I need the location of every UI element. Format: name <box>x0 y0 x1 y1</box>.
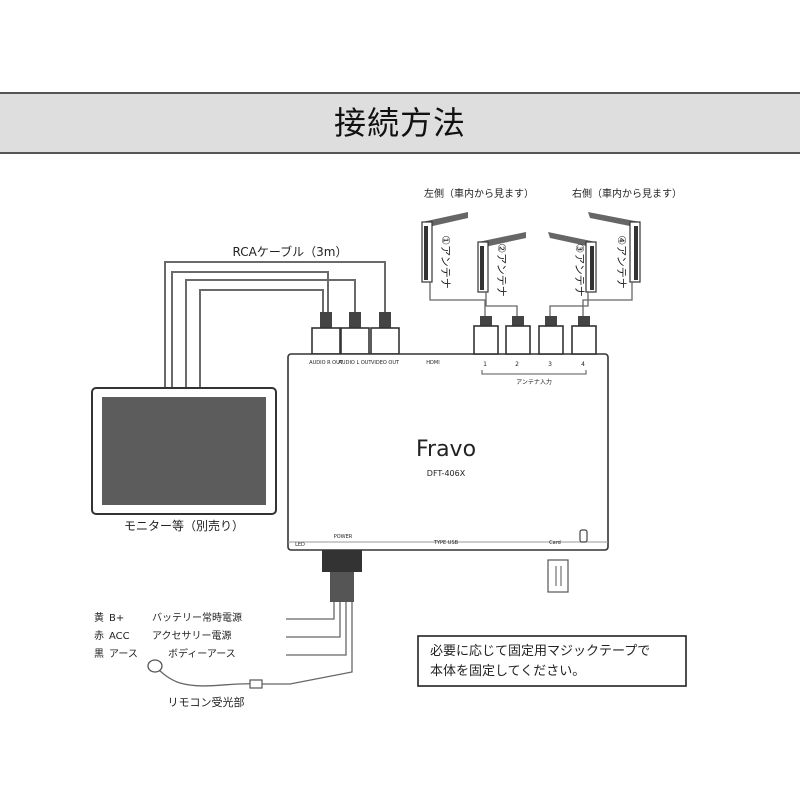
wire-black-desc: ボディーアース <box>168 647 236 660</box>
antenna-4 <box>582 212 641 318</box>
monitor <box>91 387 277 515</box>
rca-cables <box>164 261 386 390</box>
antenna-input-2: 2 <box>515 361 519 368</box>
antenna-input-4: 4 <box>581 361 585 368</box>
card-slot-icon <box>579 529 588 543</box>
power-wires <box>147 602 353 689</box>
antenna-1-label: ①アンテナ <box>439 235 452 288</box>
antenna-input-3: 3 <box>548 361 552 368</box>
antenna-input-label: アンテナ入力 <box>516 378 552 386</box>
antenna-input-1: 1 <box>483 361 487 368</box>
port-audio-r: AUDIO R OUT <box>309 360 344 366</box>
rca-plugs <box>311 312 400 355</box>
sd-card <box>547 559 569 593</box>
port-video: VIDEO OUT <box>371 360 400 366</box>
antenna-3-label: ③アンテナ <box>573 243 586 296</box>
note-box <box>417 635 687 687</box>
antenna-plugs <box>473 316 597 355</box>
wire-black-color: 黒 <box>94 648 104 660</box>
antenna-2 <box>477 232 526 318</box>
wire-red-desc: アクセサリー電源 <box>152 629 232 642</box>
antenna-right-side-label: 右側（車内から見ます） <box>572 187 682 200</box>
antenna-3 <box>548 232 597 318</box>
remote-sensor-label: リモコン受光部 <box>168 695 245 709</box>
antenna-4-label: ④アンテナ <box>615 235 628 288</box>
wire-yellow-desc: バッテリー常時電源 <box>152 611 242 624</box>
port-card: Card <box>549 540 561 546</box>
wire-red-signal: ACC <box>109 631 130 642</box>
port-audio-l: AUDIO L OUT <box>339 360 373 366</box>
port-led: LED <box>295 542 305 548</box>
port-hdmi: HDMI <box>426 360 439 366</box>
wire-yellow-color: 黄 <box>94 611 104 624</box>
model-number: DFT-406X <box>427 469 466 478</box>
antenna-left-side-label: 左側（車内から見ます） <box>424 187 534 200</box>
page-title: 接続方法 <box>333 104 466 142</box>
port-power: POWER <box>334 534 353 540</box>
wire-red-color: 赤 <box>94 630 104 642</box>
note-line-1: 必要に応じて固定用マジックテープで <box>430 644 650 659</box>
note-line-2: 本体を固定してください。 <box>430 664 585 679</box>
brand-logo: Fravo <box>416 437 476 462</box>
antenna-1 <box>421 212 486 318</box>
antenna-2-label: ②アンテナ <box>495 243 508 296</box>
title-band: 接続方法 <box>0 92 800 154</box>
wire-black-signal: アース <box>109 649 138 660</box>
port-usb: TYPE USB <box>433 540 459 546</box>
tuner-device <box>287 353 609 551</box>
rca-cable-label: RCAケーブル（3m） <box>233 244 348 259</box>
monitor-label: モニター等（別売り） <box>124 518 244 533</box>
wire-yellow-signal: B+ <box>109 613 124 624</box>
power-connector <box>322 550 362 602</box>
